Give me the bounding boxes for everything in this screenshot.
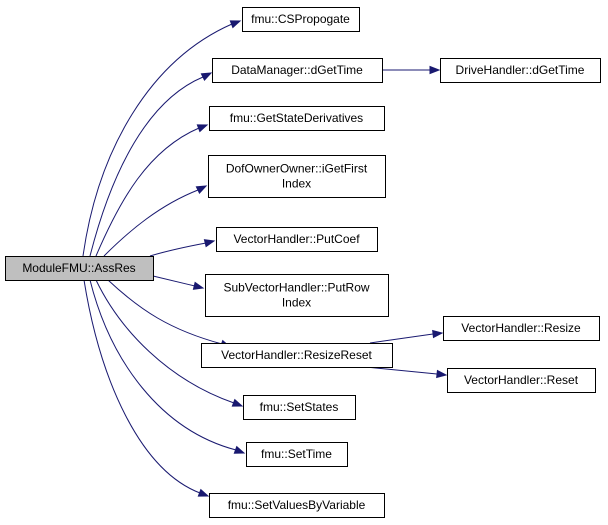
- arrowhead: [231, 398, 244, 407]
- edge-root-n5: [103, 185, 208, 257]
- node-box: [212, 58, 383, 83]
- function-node[interactable]: VectorHandler::Resize: [443, 316, 600, 341]
- node-label: VectorHandler::Reset: [464, 373, 579, 387]
- edge-root-n6: [149, 239, 216, 257]
- edge-line: [365, 366, 438, 375]
- edge-line: [152, 275, 196, 287]
- node-label: DriveHandler::dGetTime: [456, 63, 585, 77]
- node-label: fmu::SetStates: [260, 400, 339, 414]
- root-function-node[interactable]: ModuleFMU::AssRes: [5, 256, 154, 281]
- edge-line: [107, 279, 223, 345]
- edge-root-n2: [89, 72, 213, 257]
- edge-root-n4: [95, 124, 209, 257]
- node-label: fmu::GetStateDerivatives: [230, 111, 363, 125]
- arrowhead: [192, 281, 205, 290]
- node-box: [440, 58, 601, 83]
- node-label: SubVectorHandler::PutRow: [223, 281, 369, 295]
- node-label: VectorHandler::Resize: [461, 321, 581, 335]
- function-node[interactable]: DriveHandler::dGetTime: [440, 58, 601, 83]
- node-box: [447, 368, 596, 393]
- function-node[interactable]: DataManager::dGetTime: [212, 58, 383, 83]
- node-label: DataManager::dGetTime: [231, 63, 363, 77]
- edge-line: [95, 127, 200, 257]
- arrowhead: [196, 124, 209, 133]
- arrowhead: [233, 445, 246, 454]
- edge-line: [89, 76, 204, 257]
- edge-root-n12: [89, 279, 246, 454]
- node-label: VectorHandler::PutCoef: [233, 232, 360, 246]
- node-box: [208, 155, 386, 198]
- edge-line: [82, 23, 233, 257]
- node-label: fmu::SetValuesByVariable: [228, 498, 366, 512]
- edge-line: [149, 242, 207, 257]
- node-box: [209, 493, 385, 518]
- arrowhead: [203, 239, 216, 248]
- node-box: [205, 274, 389, 317]
- node-label: Index: [282, 296, 311, 310]
- arrowhead: [200, 72, 213, 81]
- node-label: DofOwnerOwner::iGetFirst: [226, 162, 368, 176]
- edge-n8-n10: [365, 366, 448, 379]
- edge-root-n1: [82, 20, 242, 257]
- edge-line: [89, 279, 237, 451]
- edge-line: [103, 189, 199, 257]
- node-label: ModuleFMU::AssRes: [22, 261, 135, 275]
- node-label: fmu::SetTime: [261, 447, 332, 461]
- function-node[interactable]: VectorHandler::Reset: [447, 368, 596, 393]
- edge-n8-n9: [369, 329, 444, 344]
- edge-line: [369, 333, 434, 344]
- function-node[interactable]: VectorHandler::ResizeReset: [201, 343, 393, 368]
- node-label: fmu::CSPropogate: [251, 12, 350, 26]
- node-label: Index: [282, 177, 311, 191]
- arrowhead: [197, 488, 210, 497]
- arrowhead: [436, 369, 448, 379]
- function-node[interactable]: fmu::CSPropogate: [242, 7, 360, 32]
- node-box: [246, 442, 348, 467]
- node-box: [5, 256, 154, 281]
- function-node[interactable]: fmu::GetStateDerivatives: [209, 106, 385, 131]
- node-box: [242, 7, 360, 32]
- node-box: [216, 227, 378, 252]
- function-node[interactable]: VectorHandler::PutCoef: [216, 227, 378, 252]
- edge-root-n7: [152, 275, 205, 290]
- arrowhead: [429, 65, 441, 75]
- function-node[interactable]: fmu::SetStates: [243, 395, 356, 420]
- arrowhead: [229, 20, 242, 29]
- arrowhead: [432, 329, 444, 339]
- edge-root-n13: [83, 279, 210, 497]
- node-label: VectorHandler::ResizeReset: [221, 348, 372, 362]
- node-box: [209, 106, 385, 131]
- call-nodes: ModuleFMU::AssRes fmu::CSPropogateDataMan…: [5, 7, 601, 518]
- node-box: [443, 316, 600, 341]
- node-box: [243, 395, 356, 420]
- function-node[interactable]: fmu::SetValuesByVariable: [209, 493, 385, 518]
- edge-line: [83, 279, 201, 494]
- edge-line: [95, 279, 235, 404]
- edge-n2-n3: [382, 65, 441, 75]
- node-box: [201, 343, 393, 368]
- edge-root-n11: [95, 279, 244, 407]
- arrowhead: [195, 185, 208, 194]
- function-node[interactable]: fmu::SetTime: [246, 442, 348, 467]
